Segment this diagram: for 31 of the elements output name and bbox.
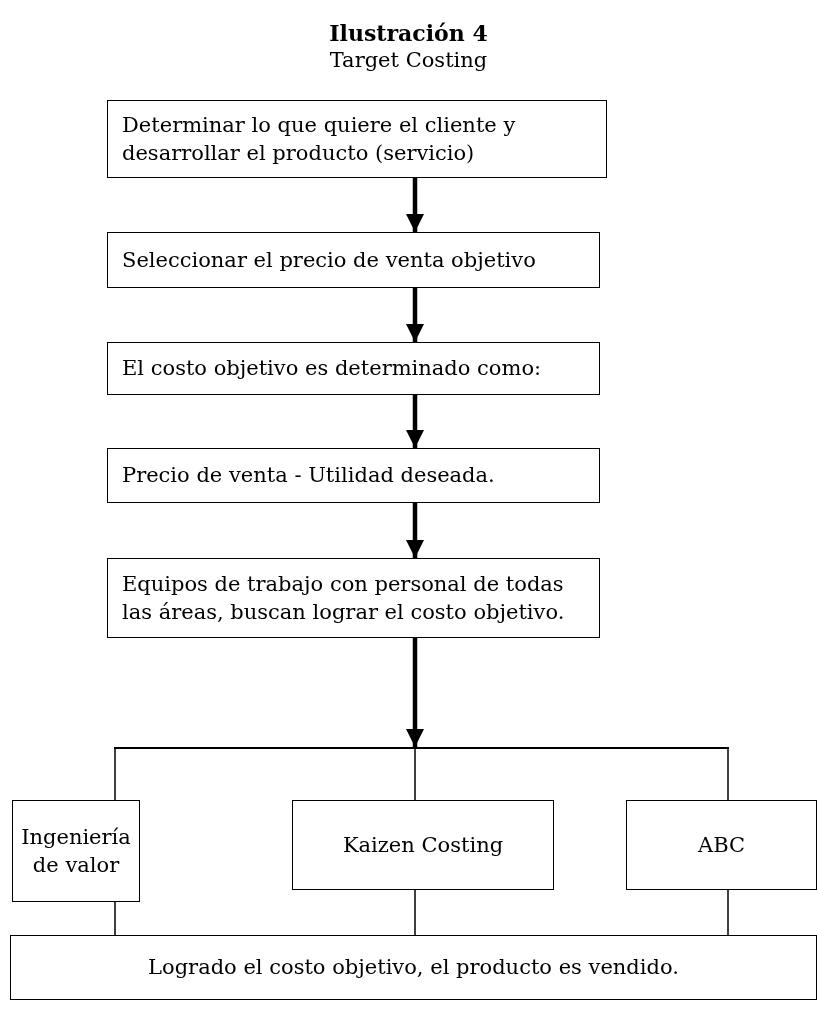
- subtitle: Target Costing: [328, 48, 489, 72]
- box-text: El costo objetivo es determinado como:: [122, 355, 542, 383]
- connector-line: [114, 901, 116, 936]
- box-text: Precio de venta - Utilidad deseada.: [122, 462, 495, 490]
- box-text: Ingeniería de valor: [21, 823, 131, 879]
- connector-line: [727, 889, 729, 936]
- arrow: [406, 178, 424, 232]
- box-text: Logrado el costo objetivo, el producto es vendido.: [148, 954, 679, 982]
- arrow: [406, 395, 424, 448]
- connector-line: [414, 889, 416, 936]
- connector-line: [114, 748, 116, 801]
- process-box: [107, 558, 600, 638]
- box-text: Seleccionar el precio de venta objetivo: [122, 246, 536, 274]
- arrow: [406, 503, 424, 558]
- box-text: Equipos de trabajo con personal de todas las áreas, buscan lograr el costo objetivo.: [122, 570, 566, 626]
- process-box: [107, 448, 600, 503]
- connector-line: [414, 748, 416, 801]
- process-box: [107, 342, 600, 395]
- box-text: ABC: [697, 831, 746, 859]
- box-text: Kaizen Costing: [342, 831, 504, 859]
- process-box: [626, 800, 817, 890]
- diagram-title: Ilustración 4: [328, 20, 489, 46]
- process-box: [10, 935, 817, 1000]
- process-box: [107, 232, 600, 288]
- connector-line: [727, 748, 729, 801]
- box-text: Determinar lo que quiere el cliente y desarrollar el producto (servicio): [122, 111, 517, 167]
- process-box: [107, 100, 607, 178]
- arrow: [406, 288, 424, 342]
- process-box: [12, 800, 140, 902]
- process-box: [292, 800, 554, 890]
- arrow: [406, 638, 424, 747]
